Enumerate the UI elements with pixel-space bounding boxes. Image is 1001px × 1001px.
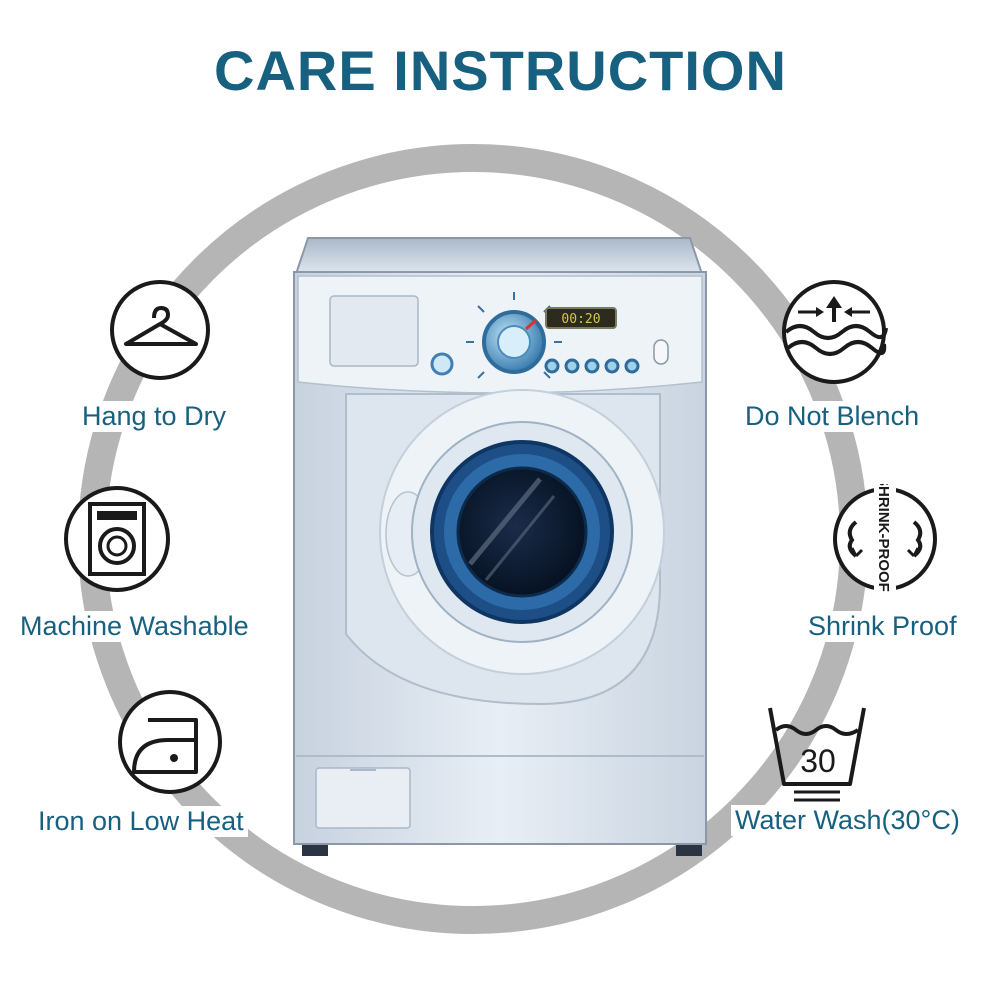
iron-icon [118,690,222,794]
hanger-icon [110,280,210,380]
washing-machine-illustration: 00:20 [293,237,707,856]
no-bleach-icon [782,280,888,384]
hang-to-dry-label: Hang to Dry [78,401,231,432]
machine-washable-label: Machine Washable [16,611,253,642]
shrink-proof-badge: SHRINK-PROOF [875,484,892,592]
shrink-proof-label: Shrink Proof [804,611,961,642]
wash-temperature: 30 [800,743,836,779]
display-time: 00:20 [561,312,600,327]
do-not-blench-label: Do Not Blench [741,401,924,432]
wash-basin-icon: 30 [768,707,866,802]
page-title: CARE INSTRUCTION [214,39,787,102]
iron-on-low-heat-label: Iron on Low Heat [34,806,248,837]
water-wash-label: Water Wash(30°C) [731,805,964,836]
shrink-proof-icon: SHRINK-PROOF [833,484,937,594]
washing-machine-icon [64,486,170,592]
